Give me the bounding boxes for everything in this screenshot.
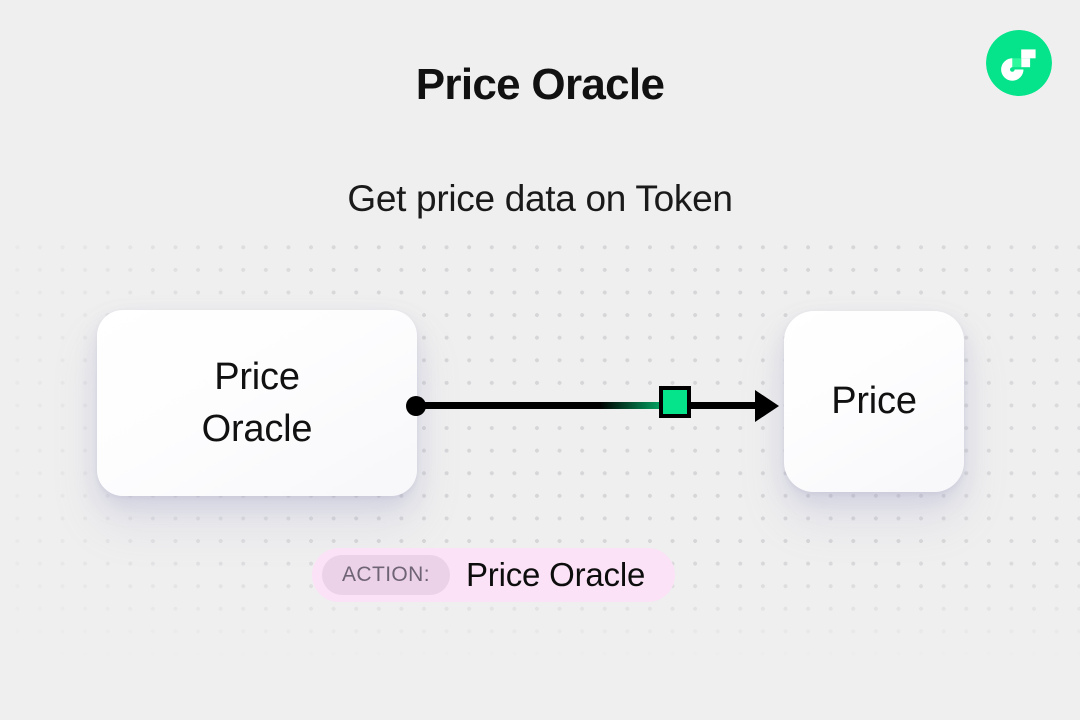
edge-line-highlight bbox=[600, 402, 678, 409]
node-label: Price bbox=[831, 380, 917, 423]
edge-marker-square[interactable] bbox=[659, 386, 691, 418]
node-price-oracle[interactable]: Price Oracle bbox=[97, 310, 417, 496]
node-label: Price Oracle bbox=[201, 355, 313, 450]
page-title: Price Oracle bbox=[415, 60, 665, 109]
edge-arrowhead-icon bbox=[755, 390, 779, 422]
action-badge[interactable]: ACTION: Price Oracle bbox=[312, 548, 676, 602]
page-subtitle: Get price data on Token bbox=[347, 178, 733, 219]
flow-logo-icon bbox=[986, 30, 1052, 96]
edge-line bbox=[416, 402, 758, 409]
action-chip-label: ACTION: bbox=[322, 555, 450, 595]
action-value: Price Oracle bbox=[465, 556, 646, 593]
node-price[interactable]: Price bbox=[784, 311, 964, 492]
